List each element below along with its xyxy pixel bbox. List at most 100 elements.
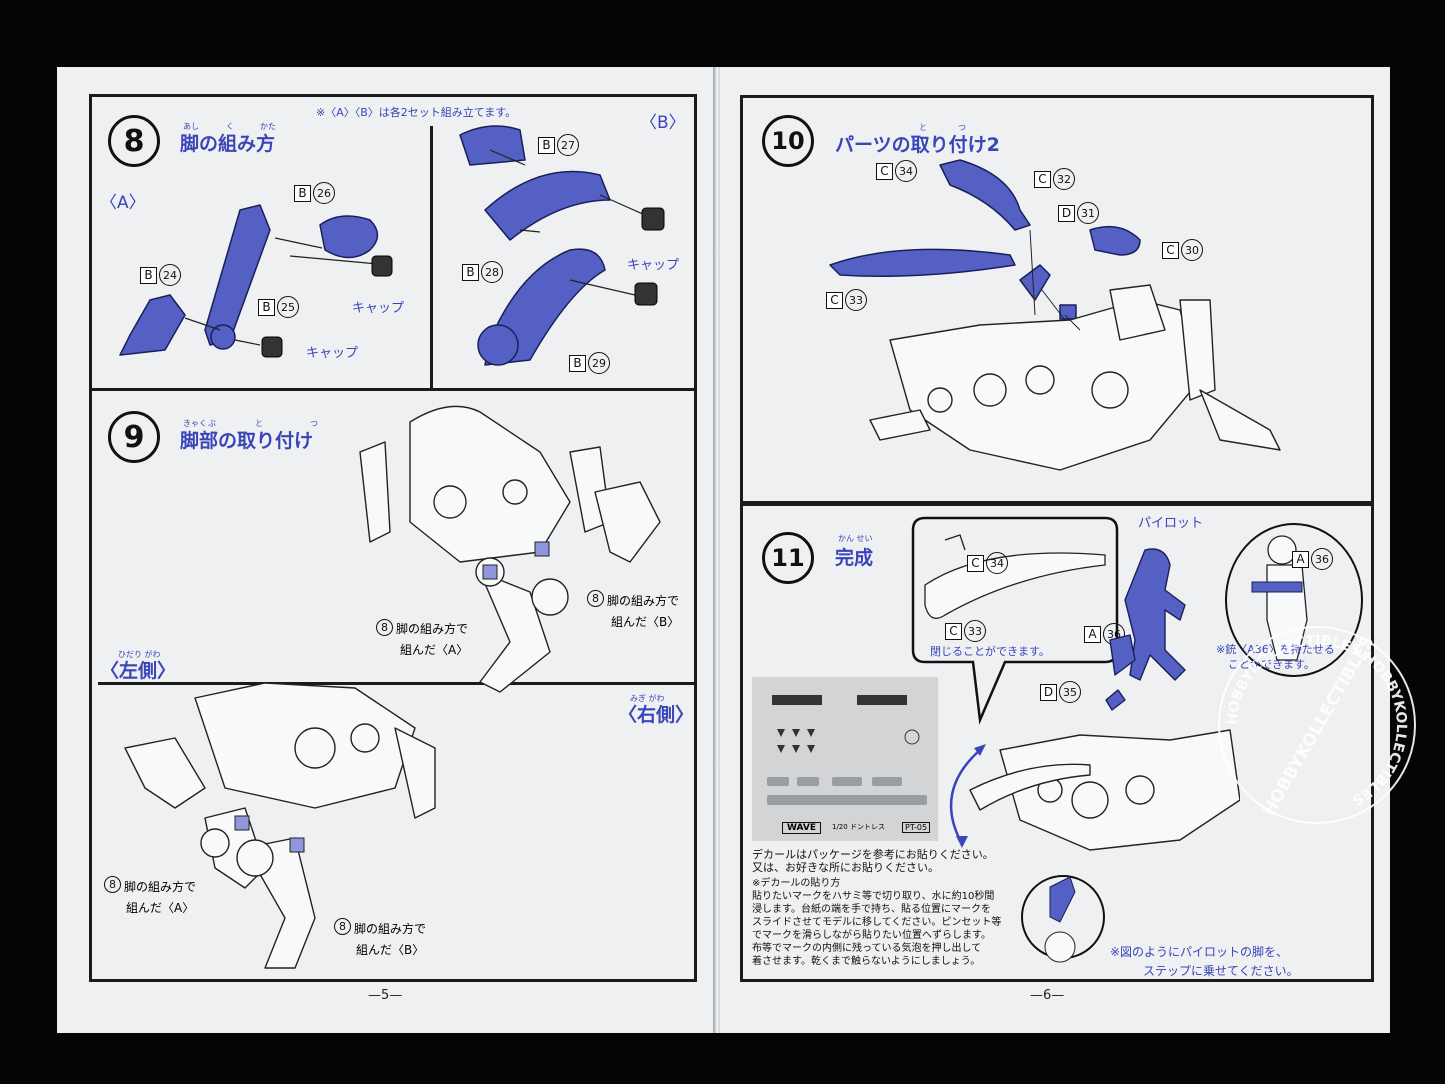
step11-ruby: かん せい — [838, 534, 873, 543]
left-side-ruby: ひだり がわ — [118, 650, 161, 659]
left-page — [57, 67, 713, 1033]
right-step10-frame — [740, 95, 1374, 504]
step8-variant-b: 〈B〉 — [640, 113, 686, 133]
assembled-a-upper-1: 脚の組み方で — [396, 622, 469, 636]
pilot-leg-inset — [1021, 875, 1105, 963]
ref-number: 8 — [104, 876, 121, 893]
decal-instruction-4: 貼りたいマークをハサミ等で切り取り、水に約10秒間 — [752, 891, 995, 902]
left-page-number: —5— — [368, 988, 403, 1003]
ref-8-a-upper: 8 — [376, 619, 393, 636]
step11-number: 11 — [762, 532, 814, 584]
assembled-b-upper-2: 組んだ〈B〉 — [611, 615, 680, 629]
part-label-d31: D 31 — [1058, 202, 1099, 224]
part-letter: D — [1058, 204, 1075, 222]
step10-parts-art — [829, 159, 1281, 471]
step11-title: 完成 — [835, 547, 874, 569]
step8-title: 脚の組み方 — [180, 133, 276, 155]
decal-instructions: デカールはパッケージを参考にお貼りください。 又は、お好きな所にお貼りください。… — [752, 848, 1001, 968]
assembled-a-lower-1: 脚の組み方で — [124, 880, 197, 894]
part-letter: A — [1292, 550, 1309, 568]
step10-number: 10 — [762, 115, 814, 167]
step8-leg-b-art — [459, 125, 665, 366]
part-number: 33 — [845, 289, 867, 311]
part-label-c33: C 33 — [826, 289, 867, 311]
part-number: 29 — [588, 352, 610, 374]
part-letter: C — [1034, 170, 1051, 188]
part-label-b26: B 26 — [294, 182, 335, 204]
right-page-number: —6— — [1030, 988, 1065, 1003]
decal-instruction-6: スライドさせてモデルに移してください。ピンセット等 — [752, 917, 1002, 928]
assembled-a-upper-2: 組んだ〈A〉 — [400, 643, 469, 657]
cap-label-b: キャップ — [627, 258, 680, 273]
part-label-c32: C 32 — [1034, 168, 1075, 190]
decal-sheet-art — [767, 695, 927, 805]
step10-ruby-2: つ — [958, 123, 966, 132]
decal-instruction-9: 着させます。乾くまで触らないようにしましょう。 — [752, 956, 981, 967]
part-letter: B — [258, 298, 275, 316]
ref-8-b-lower: 8 — [334, 918, 351, 935]
step9-ruby-4: つ — [310, 419, 318, 428]
part-number: 24 — [159, 264, 181, 286]
part-letter: B — [538, 136, 555, 154]
part-number: 34 — [986, 552, 1008, 574]
part-letter: C — [826, 291, 843, 309]
step8-ruby-1: あし — [183, 122, 199, 131]
part-number: 30 — [1181, 239, 1203, 261]
part-letter: D — [1040, 683, 1057, 701]
step10-ruby-1: と — [919, 123, 927, 132]
part-label-d35: D 35 — [1040, 681, 1081, 703]
decal-instruction-7: でマークを滑らしながら貼りたい位置へずらします。 — [752, 930, 991, 941]
left-side-label: 〈左側〉 — [100, 660, 177, 682]
part-number: 35 — [1059, 681, 1081, 703]
step8-ab-divider — [430, 126, 433, 388]
part-letter: C — [876, 162, 893, 180]
step9-ruby-2: ぶ — [208, 419, 216, 428]
pilot-label: パイロット — [1138, 516, 1204, 531]
cap-label-a1: キャップ — [352, 301, 405, 316]
right-step11-frame — [740, 503, 1374, 982]
left-page-frame — [89, 94, 697, 982]
cap-label-a2: キャップ — [306, 346, 359, 361]
ref-number: 8 — [587, 590, 604, 607]
ref-8-b-upper: 8 — [587, 590, 604, 607]
part-number: 34 — [895, 160, 917, 182]
step8-divider — [89, 388, 697, 391]
step8-leg-a-art — [119, 204, 393, 358]
part-label-b28: B 28 — [462, 261, 503, 283]
gun-note-2: ことができます。 — [1228, 658, 1315, 671]
step11-completed-mech-art — [949, 548, 1240, 851]
decal-instruction-2: 又は、お好きな所にお貼りください。 — [752, 861, 939, 874]
right-side-label: 〈右側〉 — [618, 704, 695, 726]
part-letter: A — [1084, 625, 1101, 643]
decal-sheet: WAVE 1/20 ドントレス PT-05 — [752, 677, 938, 841]
assembled-b-upper-1: 脚の組み方で — [607, 594, 680, 608]
step10-title: パーツの取り付け2 — [835, 134, 1000, 156]
inset-part-c34: C 34 — [967, 552, 1008, 574]
step9-ruby-1: きゃく — [183, 419, 207, 428]
part-letter: C — [945, 622, 962, 640]
spine-gutter — [713, 67, 720, 1033]
decal-brand: WAVE — [782, 822, 821, 834]
ref-number: 8 — [376, 619, 393, 636]
decal-instruction-5: 浸します。台紙の端を手で持ち、貼る位置にマークを — [752, 904, 991, 915]
part-number: 31 — [1077, 202, 1099, 224]
pilot-leg-note-2: ステップに乗せてください。 — [1143, 964, 1299, 978]
step8-ruby-2: く — [226, 122, 234, 131]
pilot-leg-note-1: ※図のようにパイロットの脚を、 — [1110, 945, 1289, 959]
part-letter: B — [462, 263, 479, 281]
part-letter: C — [1162, 241, 1179, 259]
step9-number: 9 — [108, 411, 160, 463]
watermark-seal: HOBBYKOLLECTIBLES HOBBYKOLLECTIBLES HOBB… — [1218, 626, 1416, 824]
part-number: 32 — [1053, 168, 1075, 190]
part-label-b24: B 24 — [140, 264, 181, 286]
step9-upper-mech-art — [359, 405, 661, 693]
step8-variant-a: 〈A〉 — [100, 193, 146, 213]
step9-title: 脚部の取り付け — [180, 430, 314, 452]
step9-side-divider — [98, 682, 696, 685]
right-side-ruby: みぎ がわ — [630, 694, 665, 703]
ref-number: 8 — [334, 918, 351, 935]
decal-scale: 1/20 ドントレス — [832, 823, 885, 831]
part-letter: C — [967, 554, 984, 572]
part-label-c34: C 34 — [876, 160, 917, 182]
step8-note: ※〈A〉〈B〉は各2セット組み立てます。 — [316, 106, 517, 119]
